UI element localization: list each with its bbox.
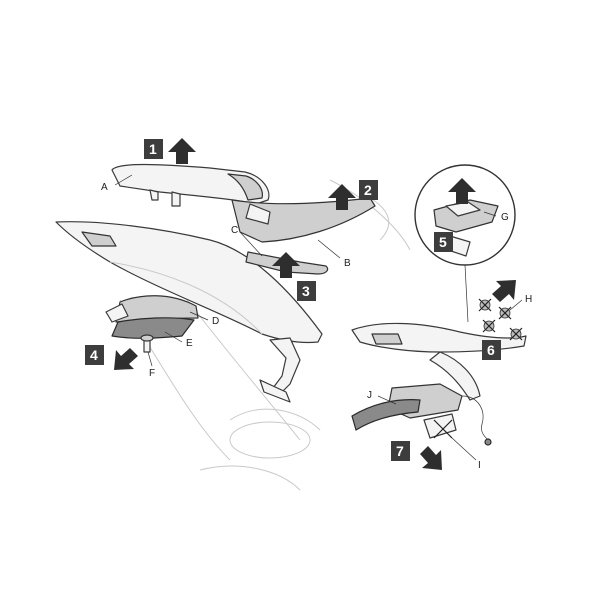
label-b: B: [344, 258, 351, 269]
svg-text:3: 3: [302, 283, 310, 299]
step-badge-2: 2: [359, 180, 378, 200]
step-badge-5: 5: [434, 232, 453, 252]
label-h: H: [525, 294, 532, 305]
label-e: E: [186, 338, 193, 349]
svg-text:7: 7: [396, 443, 404, 459]
step-badge-3: 3: [297, 281, 316, 301]
arrow-up-right-icon: [492, 280, 516, 302]
label-i: I: [478, 460, 481, 471]
tail-cowl: [55, 221, 323, 344]
screw-h-1: [478, 298, 492, 312]
label-d: D: [212, 316, 219, 327]
svg-text:4: 4: [90, 347, 98, 363]
arrow-up-icon: [272, 252, 300, 278]
part-i-crossed: [433, 419, 453, 439]
direction-arrows: [114, 138, 516, 470]
screw-h-4: [509, 327, 523, 341]
label-j: J: [367, 390, 372, 401]
side-panel-part-d: [111, 295, 199, 339]
bolt-part-f: [140, 334, 154, 353]
screws-part-h: [478, 298, 523, 341]
label-f: F: [149, 368, 155, 379]
svg-text:6: 6: [487, 342, 495, 358]
svg-text:1: 1: [149, 141, 157, 157]
label-c: C: [231, 225, 238, 236]
rear-seat-part-a: [111, 163, 270, 207]
arrow-down-right-icon: [420, 446, 442, 470]
front-seat-part-b: [231, 197, 390, 243]
leader-lines: [114, 174, 523, 461]
label-a: A: [101, 182, 108, 193]
step-badge-7: 7: [391, 441, 410, 461]
arrow-up-icon: [168, 138, 196, 164]
svg-text:2: 2: [364, 182, 372, 198]
step-badge-6: 6: [482, 340, 501, 360]
screw-h-2: [498, 306, 512, 320]
arrow-up-icon: [328, 184, 356, 210]
arrow-up-icon: [448, 178, 476, 204]
arrow-down-left-icon: [114, 348, 138, 370]
svg-text:5: 5: [439, 234, 447, 250]
side-panel-part-e: [105, 303, 129, 323]
step-badge-1: 1: [144, 139, 163, 159]
screw-h-3: [482, 319, 496, 333]
frame-bracket: [259, 337, 301, 403]
label-g: G: [501, 212, 509, 223]
part-letters: A B C D E F G H I J: [101, 182, 532, 471]
step-badge-4: 4: [85, 345, 104, 365]
step-badges: 1 2 3 4 5 6 7: [85, 139, 501, 461]
